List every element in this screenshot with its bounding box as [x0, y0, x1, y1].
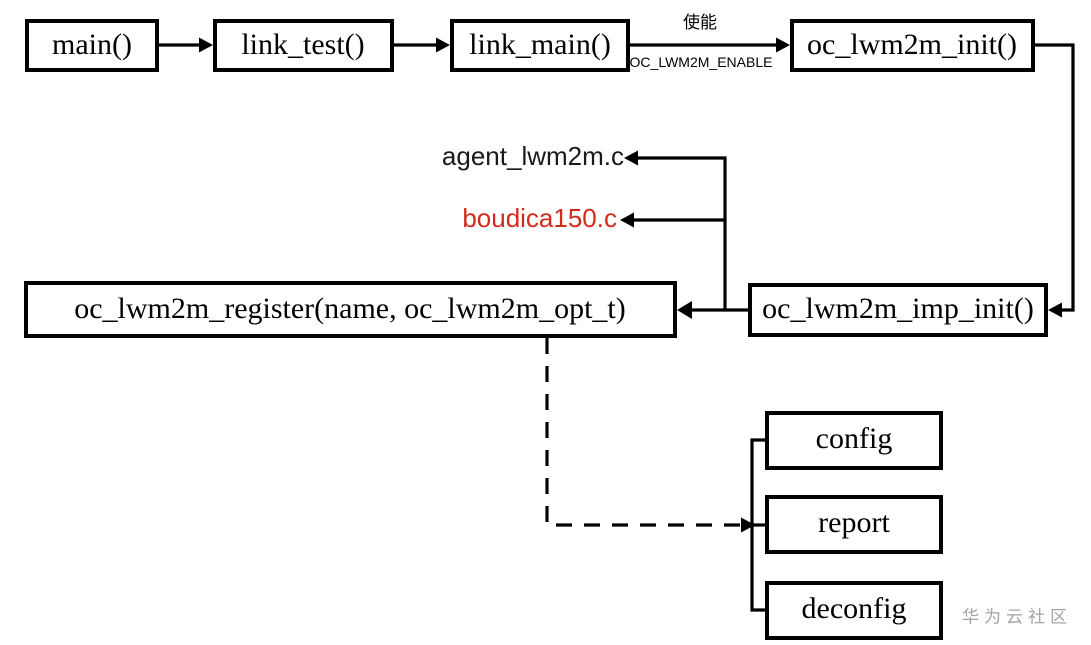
arrow-head-right — [199, 37, 213, 53]
operations-bracket — [750, 438, 765, 612]
edge-line — [632, 156, 727, 310]
node-label: main() — [52, 28, 132, 61]
file-label-boudica150-c: boudica150.c — [462, 203, 617, 233]
edge-label-enable-macro: OC_LWM2M_ENABLE — [630, 54, 773, 70]
arrow-head-left — [624, 150, 638, 166]
edge-main-to-link-test — [159, 37, 213, 53]
edge-label-enable-cn: 使能 — [683, 12, 717, 32]
node-label: oc_lwm2m_imp_init() — [762, 292, 1034, 325]
nodes-layer: main() link_test() link_main() oc_lwm2m_… — [24, 19, 1048, 640]
arrow-head-left — [677, 301, 692, 319]
node-oc-lwm2m-register[interactable]: oc_lwm2m_register(name, oc_lwm2m_opt_t) — [24, 281, 677, 338]
node-box[interactable] — [450, 19, 630, 72]
edge-imp-init-to-register — [677, 301, 748, 319]
node-label: report — [818, 506, 890, 539]
node-label: link_test() — [241, 28, 364, 61]
node-box[interactable] — [25, 19, 159, 72]
edges-layer — [159, 37, 1075, 612]
node-label: deconfig — [802, 592, 907, 625]
node-label: config — [816, 422, 893, 455]
edge-imp-init-to-agent-lwm2m — [624, 150, 727, 310]
watermark-label: 华为云社区 — [962, 607, 1072, 626]
node-link-main[interactable]: link_main() — [450, 19, 630, 72]
node-box[interactable] — [24, 281, 677, 338]
arrow-head-right — [776, 37, 790, 53]
node-report[interactable]: report — [765, 495, 943, 554]
edge-oc-lwm2m-init-to-imp-init — [1035, 43, 1075, 318]
arrow-head-left — [1048, 302, 1062, 318]
node-oc-lwm2m-imp-init[interactable]: oc_lwm2m_imp_init() — [748, 283, 1048, 337]
file-labels-layer: agent_lwm2m.c boudica150.c — [442, 141, 624, 233]
edge-register-to-operations — [545, 338, 755, 533]
edge-labels-layer: 使能 OC_LWM2M_ENABLE — [630, 12, 773, 70]
node-box[interactable] — [790, 19, 1035, 72]
node-link-test[interactable]: link_test() — [213, 19, 394, 72]
node-label: link_main() — [469, 28, 611, 61]
node-box[interactable] — [748, 283, 1048, 337]
node-box[interactable] — [765, 411, 943, 470]
edge-link-test-to-link-main — [394, 37, 450, 53]
edge-link-main-to-oc-lwm2m-init — [630, 37, 790, 53]
edge-line-dashed — [545, 338, 745, 527]
node-config[interactable]: config — [765, 411, 943, 470]
edge-line — [1035, 43, 1075, 312]
edge-imp-init-to-boudica150 — [620, 212, 725, 228]
node-oc-lwm2m-init[interactable]: oc_lwm2m_init() — [790, 19, 1035, 72]
node-label: oc_lwm2m_init() — [807, 28, 1017, 61]
arrow-head-right — [741, 517, 755, 533]
node-box[interactable] — [765, 495, 943, 554]
node-box[interactable] — [765, 581, 943, 640]
node-main[interactable]: main() — [25, 19, 159, 72]
node-deconfig[interactable]: deconfig — [765, 581, 943, 640]
node-box[interactable] — [213, 19, 394, 72]
arrow-head-left — [620, 212, 634, 228]
node-label: oc_lwm2m_register(name, oc_lwm2m_opt_t) — [74, 292, 626, 325]
file-label-agent-lwm2m-c: agent_lwm2m.c — [442, 141, 624, 171]
arrow-head-right — [436, 37, 450, 53]
